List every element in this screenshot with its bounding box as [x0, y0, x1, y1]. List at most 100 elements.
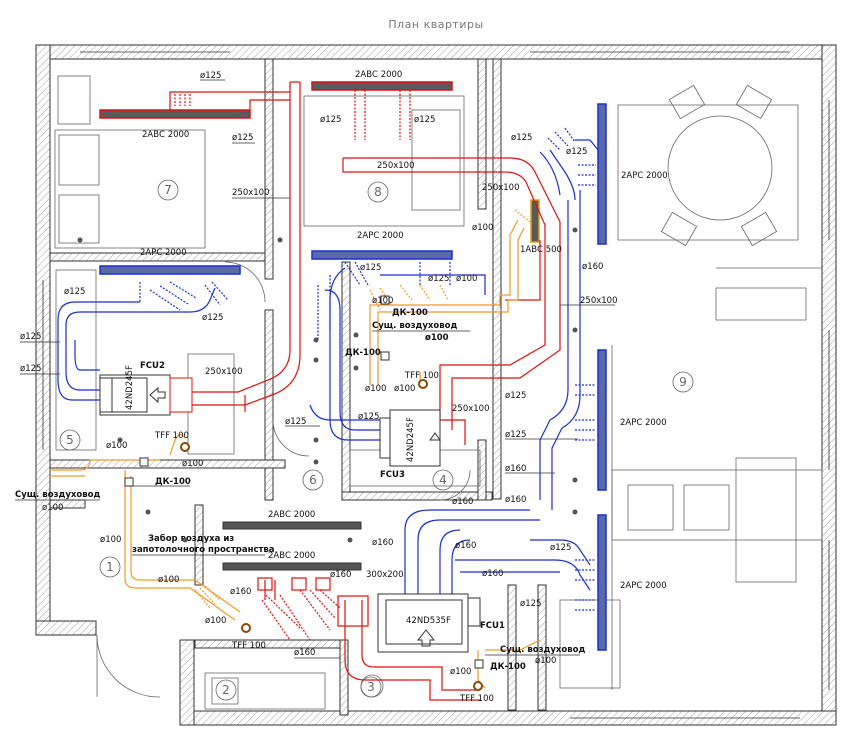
fcu2-unit: 42ND245F	[99, 365, 193, 416]
room-number-9: 9	[679, 375, 687, 389]
fcu2-model: 42ND245F	[125, 365, 135, 410]
grille-2arc-living-1	[597, 349, 607, 491]
label-valve: ДК-100	[392, 308, 428, 318]
room-number-8: 8	[374, 185, 382, 199]
label-grille: 2АРС 2000	[140, 248, 187, 258]
label-duct: 300x200	[366, 570, 403, 580]
ceiling-lights	[77, 227, 578, 543]
label-d125: ø125	[320, 115, 341, 125]
label-grille: 2АРС 2000	[621, 171, 668, 181]
label-d125: ø125	[200, 71, 221, 81]
label-grille: 1АВС 500	[520, 245, 562, 255]
label-d125: ø125	[285, 417, 306, 427]
label-existing-duct: Сущ. воздуховод	[15, 490, 100, 500]
label-intake-2: запотолочного пространства	[132, 545, 275, 555]
grille-2arc-room7	[99, 265, 241, 275]
label-d125: ø125	[20, 332, 41, 342]
grille-2avc-corridor-2	[222, 562, 362, 571]
label-d160: ø160	[294, 648, 315, 658]
label-d100: ø100	[394, 384, 415, 394]
label-d125: ø125	[566, 147, 587, 157]
label-d160: ø160	[582, 262, 603, 272]
label-d100: ø100	[365, 384, 386, 394]
room-number-5: 5	[66, 433, 74, 447]
fcu1-label: FCU1	[480, 621, 505, 631]
fcu2-label: FCU2	[140, 361, 165, 371]
label-d100: ø100	[456, 274, 477, 284]
label-d125: ø125	[505, 430, 526, 440]
grille-2avc-room8	[311, 81, 453, 91]
label-grille: 2АРС 2000	[620, 418, 667, 428]
grilles	[99, 81, 607, 651]
grille-1avc-500	[530, 199, 540, 243]
label-d125: ø125	[505, 391, 526, 401]
label-existing-duct: Сущ. воздуховод	[372, 321, 457, 331]
label-d160: ø160	[330, 570, 351, 580]
label-duct: 250x100	[482, 183, 519, 193]
room-number-1: 1	[106, 560, 114, 574]
label-valve: ДК-100	[155, 477, 191, 487]
label-d100: ø100	[205, 616, 226, 626]
grille-2arc-living-2	[597, 514, 607, 651]
label-duct: 250x100	[377, 161, 414, 171]
label-d100: ø100	[472, 223, 493, 233]
label-d100: ø100	[425, 333, 449, 343]
label-d160: ø160	[505, 495, 526, 505]
label-valve: TFF 100	[459, 694, 494, 704]
room-number-7: 7	[164, 183, 172, 197]
label-d100: ø100	[182, 459, 203, 469]
fcu3-unit: 42ND245F	[379, 409, 441, 467]
exhaust-ducts	[50, 209, 541, 689]
label-valve: TFF 100	[404, 371, 439, 381]
label-d160: ø160	[452, 497, 473, 507]
label-d100: ø100	[535, 656, 556, 666]
label-d100: ø100	[100, 535, 121, 545]
label-d160: ø160	[505, 464, 526, 474]
label-d160: ø160	[482, 569, 503, 579]
label-d100: ø100	[450, 667, 471, 677]
label-d160: ø160	[230, 587, 251, 597]
fcu1-model: 42ND535F	[406, 616, 451, 626]
fcu1-unit: 42ND535F	[377, 593, 481, 653]
label-grille: 2АВС 2000	[268, 510, 315, 520]
label-d125: ø125	[414, 115, 435, 125]
fcu3-label: FCU3	[380, 470, 405, 480]
label-d160: ø160	[372, 538, 393, 548]
label-d125: ø125	[520, 599, 541, 609]
label-duct: 250x100	[232, 188, 269, 198]
label-grille: 2АВС 2000	[268, 551, 315, 561]
label-valve: TFF 100	[154, 431, 189, 441]
grille-2arc-dining	[597, 103, 607, 245]
label-d125: ø125	[232, 133, 253, 143]
label-d125: ø125	[511, 133, 532, 143]
plan-title: План квартиры	[388, 18, 483, 31]
grille-2avc-room7	[99, 109, 251, 119]
room-number-6: 6	[309, 473, 317, 487]
label-d125: ø125	[550, 543, 571, 553]
label-d125: ø125	[202, 313, 223, 323]
label-duct: 250x100	[452, 404, 489, 414]
label-d100: ø100	[42, 503, 63, 513]
walls	[35, 44, 837, 726]
room-number-2: 2	[222, 683, 230, 697]
label-grille: 2АРС 2000	[357, 231, 404, 241]
valves	[124, 295, 484, 691]
label-valve: TFF 100	[231, 641, 266, 651]
label-grille: 2АВС 2000	[142, 130, 189, 140]
room-number-4: 4	[439, 473, 447, 487]
room-number-3: 3	[367, 680, 375, 694]
label-d125: ø125	[360, 263, 381, 273]
label-d100: ø100	[106, 441, 127, 451]
label-d160: ø160	[455, 541, 476, 551]
label-grille: 2АРС 2000	[620, 581, 667, 591]
fcu3-model: 42ND245F	[406, 417, 416, 462]
label-d125: ø125	[64, 287, 85, 297]
label-existing-duct: Сущ. воздуховод	[500, 645, 585, 655]
label-d125: ø125	[428, 274, 449, 284]
label-d125: ø125	[358, 412, 379, 422]
label-valve: ДК-100	[490, 662, 526, 672]
label-d125: ø125	[20, 364, 41, 374]
label-duct: 250x100	[580, 296, 617, 306]
label-grille: 2АВС 2000	[355, 70, 402, 80]
